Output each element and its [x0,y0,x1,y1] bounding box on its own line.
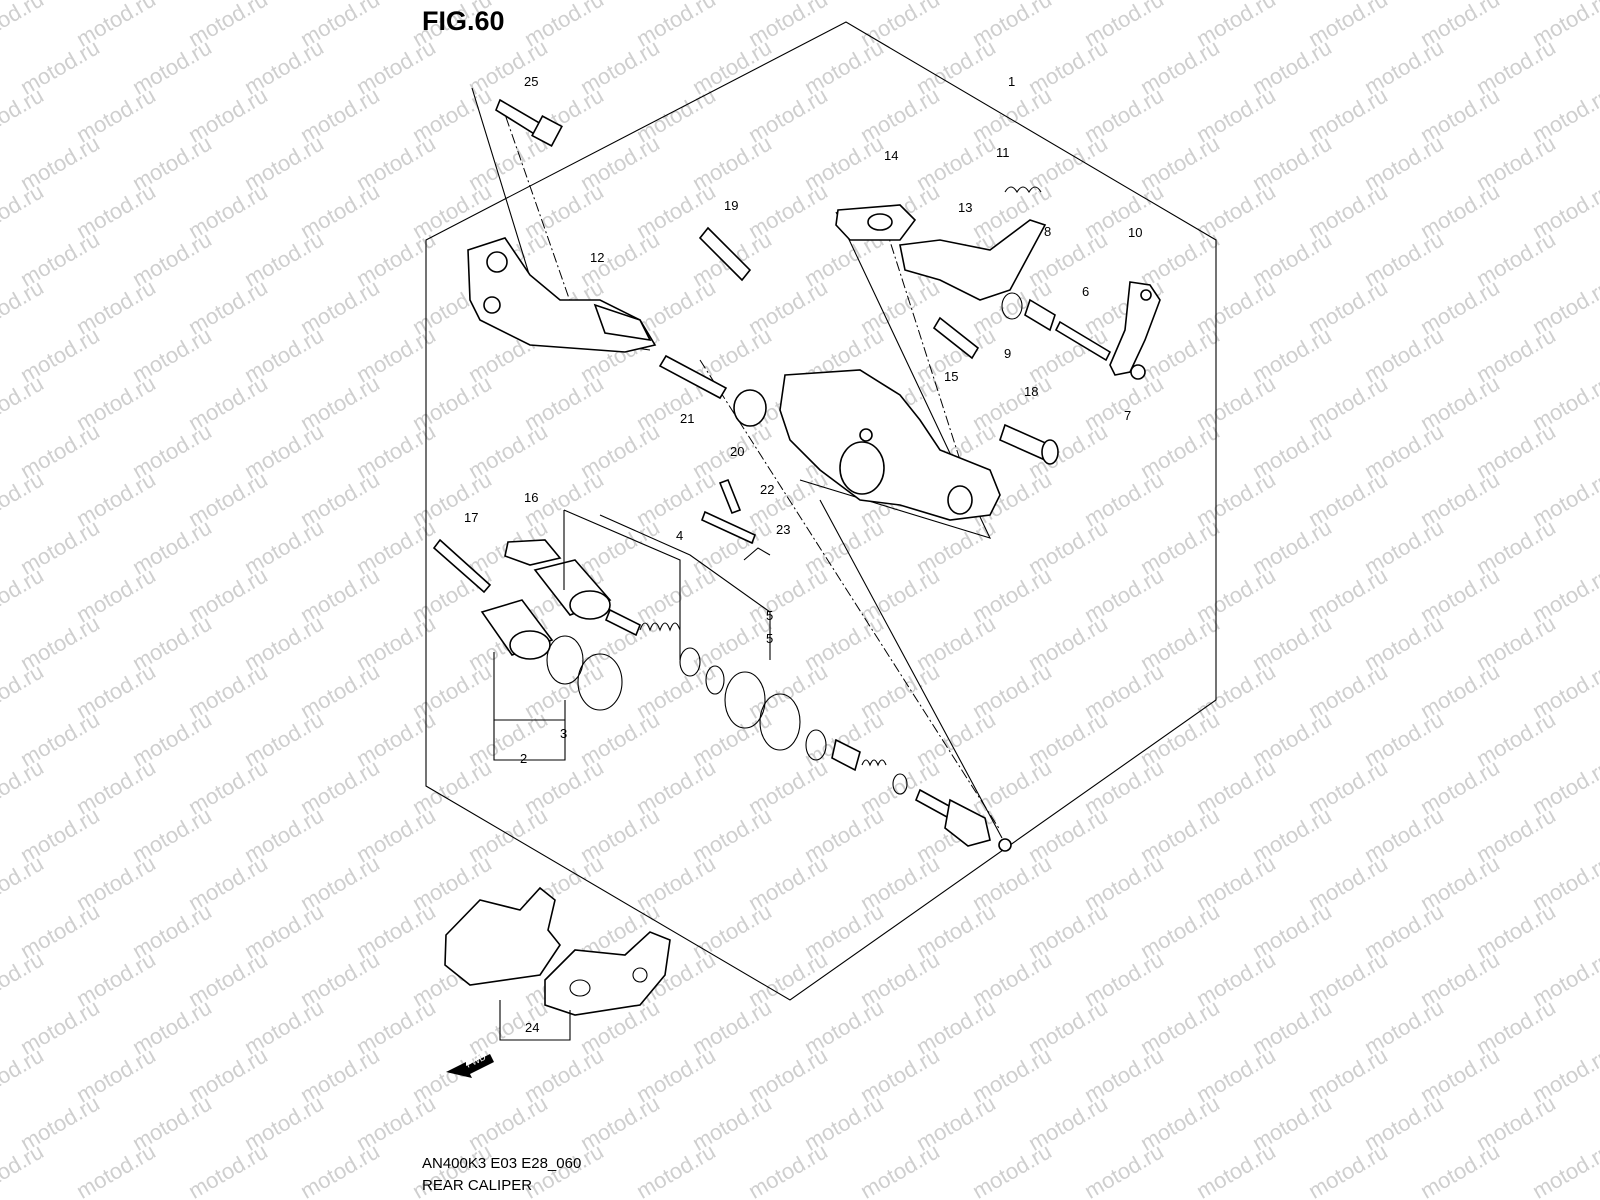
piston-seal-a [546,635,584,685]
brake-pad-front [444,886,561,986]
circlip [805,729,827,761]
spring-4 [639,622,681,632]
callout-15: 15 [944,369,958,384]
bleeder-22 [718,478,742,515]
spring-11 [1004,186,1042,194]
cap-23 [700,510,757,545]
piston-seal-b [577,653,623,711]
pin-19 [698,226,752,282]
callout-16: 16 [524,490,538,505]
seal-5b [759,693,801,751]
callout-24: 24 [525,1020,539,1035]
callout-22: 22 [760,482,774,497]
seal-5a [724,671,766,729]
callout-25: 25 [524,74,538,89]
caption-code: AN400K3 E03 E28_060 [422,1155,582,1172]
figure-title: FIG.60 [422,6,505,36]
callout-6: 6 [1082,284,1089,299]
callout-1: 1 [1008,74,1015,89]
callout-5b: 5 [766,631,773,646]
callout-12: 12 [590,250,604,265]
caption-name: REAR CALIPER [422,1177,533,1194]
brake-pad-rear [544,931,671,1016]
callout-4: 4 [676,528,683,543]
callout-19: 19 [724,198,738,213]
callout-layer: 1 2 3 4 5 5 6 7 8 9 10 11 12 13 14 15 16… [464,74,1142,1035]
seal-9 [1001,292,1023,320]
adjuster-8 [1024,298,1056,332]
nut-7 [1130,364,1146,380]
callout-20: 20 [730,444,744,459]
clip-16 [504,539,562,566]
callout-18: 18 [1024,384,1038,399]
callout-23: 23 [776,522,790,537]
circlip-4 [705,665,725,695]
callout-17: 17 [464,510,478,525]
callout-3: 3 [560,726,567,741]
boot-20 [733,389,767,427]
shaft-4 [604,608,642,637]
leader-piston-axis [819,499,1003,839]
callout-2: 2 [520,751,527,766]
callout-7: 7 [1124,408,1131,423]
spring-small [861,759,887,767]
caliper-body [779,369,1001,521]
callout-5a: 5 [766,608,773,623]
fwd-arrow-icon: FWD [446,1052,494,1078]
bolt-15 [932,316,980,360]
retainer [831,738,861,772]
callout-13: 13 [958,200,972,215]
callout-8: 8 [1044,224,1051,239]
adjuster-end [944,798,991,847]
lever-13 [899,219,1047,301]
pin-21 [658,354,728,400]
bolt-6 [1054,320,1112,362]
callout-11: 11 [996,145,1010,160]
pin-17 [432,538,492,594]
washer-4 [679,647,701,677]
callout-21: 21 [680,411,694,426]
callout-14: 14 [884,148,898,163]
callout-10: 10 [1128,225,1142,240]
arm-10 [1109,281,1161,376]
assembly-frame [425,21,1217,1001]
callout-9: 9 [1004,346,1011,361]
